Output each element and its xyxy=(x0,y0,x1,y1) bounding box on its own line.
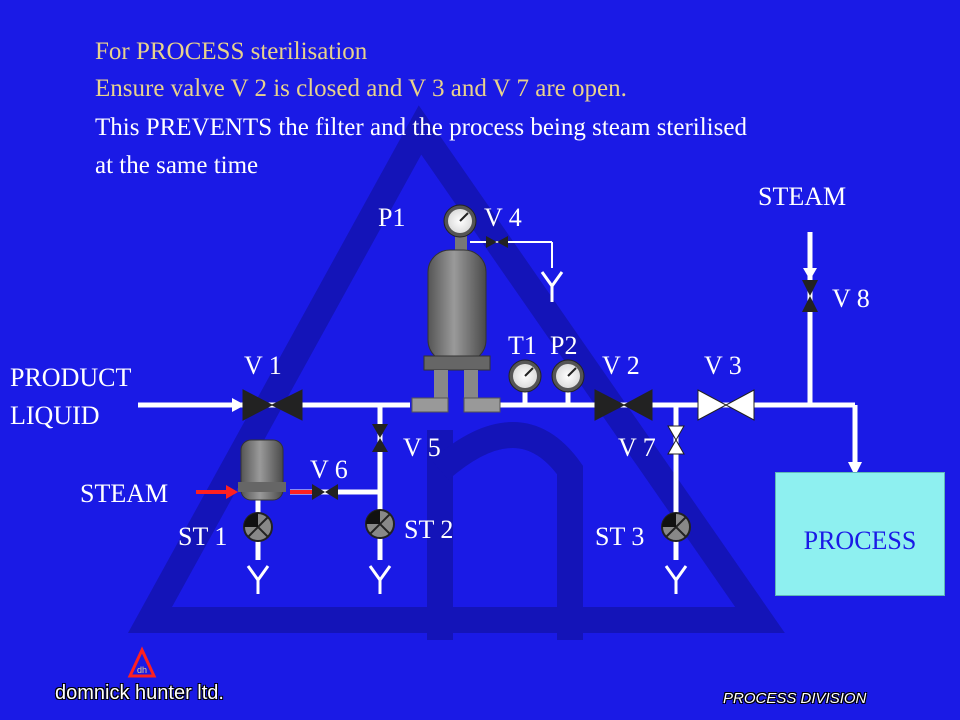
label-p1: P1 xyxy=(378,203,406,232)
label-steam-left: STEAM xyxy=(80,479,169,508)
footer-brand: domnick hunter ltd. xyxy=(55,682,224,704)
label-st3: ST 3 xyxy=(595,522,645,551)
label-t1: T1 xyxy=(508,331,537,360)
label-v4: V 4 xyxy=(484,203,522,232)
label-v2: V 2 xyxy=(602,351,640,380)
brand-logo: dh xyxy=(127,646,157,678)
valve-v4 xyxy=(486,236,508,248)
valve-v7 xyxy=(667,425,685,455)
main-filter xyxy=(411,230,501,413)
label-v5: V 5 xyxy=(403,433,441,462)
valve-v8 xyxy=(802,280,818,312)
header-line-4: at the same time xyxy=(95,152,259,179)
label-product: PRODUCT xyxy=(10,363,132,392)
vent-symbols xyxy=(246,271,688,594)
steam-arrow xyxy=(226,485,238,499)
gauge-p1 xyxy=(443,204,477,238)
label-liquid: LIQUID xyxy=(10,401,100,430)
label-v6: V 6 xyxy=(310,455,348,484)
label-steam-top: STEAM xyxy=(758,182,847,211)
valve-v6 xyxy=(312,484,338,500)
valve-v1 xyxy=(242,389,303,421)
header-line-2: Ensure valve V 2 is closed and V 3 and V… xyxy=(95,75,627,102)
steam-trap-st3 xyxy=(661,512,691,542)
label-p2: P2 xyxy=(550,331,578,360)
steam-trap-st2 xyxy=(365,509,395,539)
valve-v2 xyxy=(594,389,653,421)
label-v8: V 8 xyxy=(832,284,870,313)
logo-watermark xyxy=(127,105,785,640)
label-v3: V 3 xyxy=(704,351,742,380)
header-line-3: This PREVENTS the filter and the process… xyxy=(95,114,747,141)
label-st2: ST 2 xyxy=(404,515,454,544)
flow-arrows xyxy=(232,268,862,476)
footer-division: PROCESS DIVISION xyxy=(723,690,867,707)
process-box: PROCESS xyxy=(775,472,945,596)
header-line-1: For PROCESS sterilisation xyxy=(95,38,368,65)
gauge-t1 xyxy=(508,359,542,393)
label-v1: V 1 xyxy=(244,351,282,380)
label-v7: V 7 xyxy=(618,433,656,462)
label-st1: ST 1 xyxy=(178,522,228,551)
valve-v3 xyxy=(697,389,755,421)
gauge-p2 xyxy=(551,359,585,393)
valve-v5 xyxy=(372,424,388,452)
svg-text:dh: dh xyxy=(137,665,147,675)
steam-trap-st1 xyxy=(243,512,273,542)
steam-filter xyxy=(238,439,286,501)
